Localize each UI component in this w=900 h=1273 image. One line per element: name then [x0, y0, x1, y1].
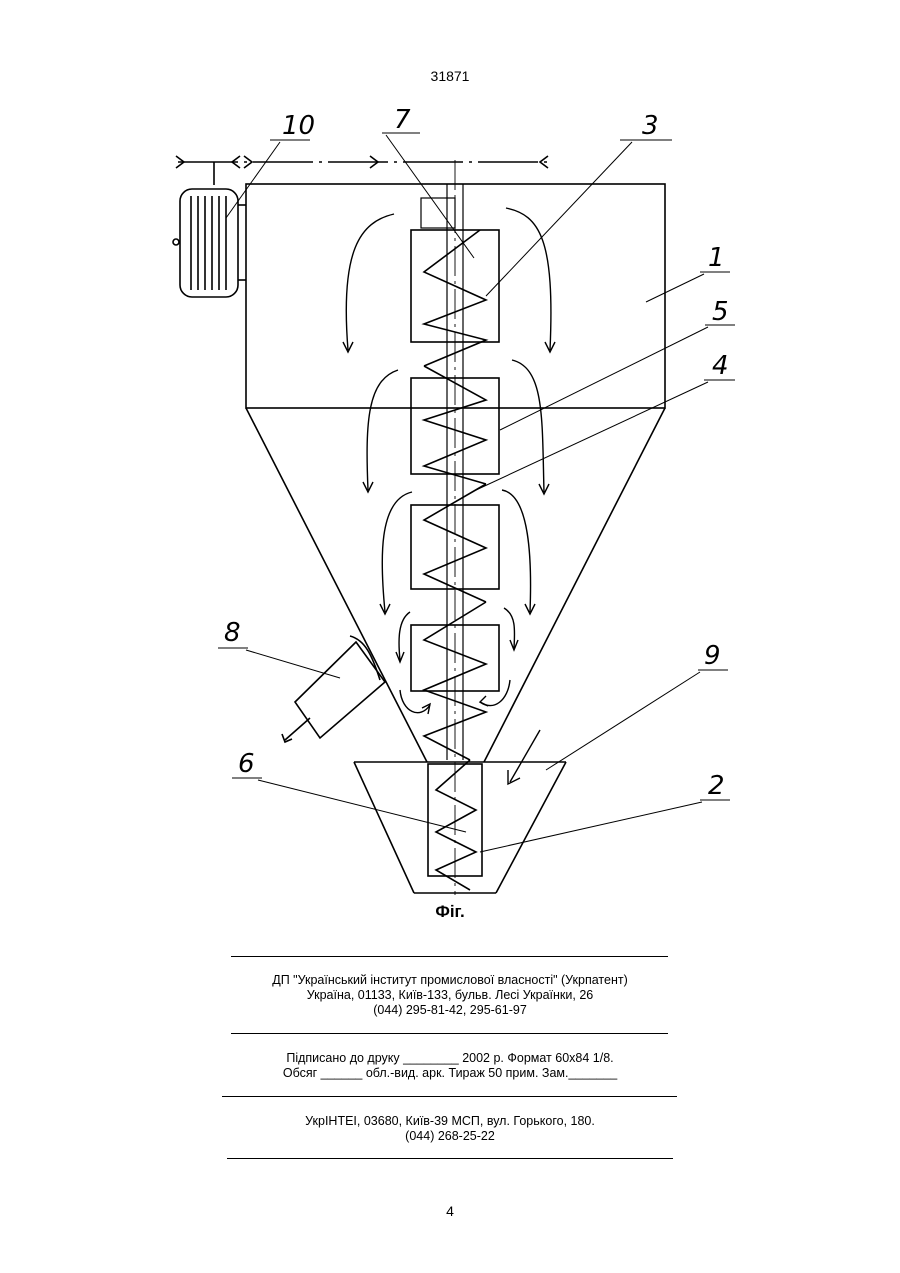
label-4: 4: [712, 351, 729, 381]
printer-phone: (044) 268-25-22: [0, 1129, 900, 1144]
label-7: 7: [394, 105, 411, 135]
print-info-line-2: Обсяг ______ обл.-вид. арк. Тираж 50 при…: [0, 1066, 900, 1081]
label-2: 2: [708, 771, 725, 801]
label-9: 9: [704, 641, 721, 671]
label-10: 10: [282, 111, 315, 141]
hopper-9: [354, 762, 566, 893]
publisher-phone: (044) 295-81-42, 295-61-97: [0, 1003, 900, 1018]
publisher-name: ДП "Український інститут промислової вла…: [0, 973, 900, 988]
outlet-8: [282, 636, 385, 742]
divider: [227, 1158, 673, 1159]
printer-info: УкрІНТЕІ, 03680, Київ-39 МСП, вул. Горьк…: [0, 1114, 900, 1144]
divider: [231, 956, 668, 957]
flow-arrows: [343, 208, 555, 784]
divider: [222, 1096, 677, 1097]
dimension-line: [176, 156, 548, 185]
label-6: 6: [238, 749, 255, 779]
leader-lines: [218, 133, 735, 852]
technical-drawing: 10 7 3 1 5 4 8 9 6 2: [0, 0, 900, 900]
label-5: 5: [712, 297, 729, 327]
publisher-address: Україна, 01133, Київ-133, бульв. Лесі Ук…: [0, 988, 900, 1003]
label-3: 3: [642, 111, 659, 141]
print-info-line-1: Підписано до друку ________ 2002 р. Форм…: [0, 1051, 900, 1066]
figure-caption: Фіг.: [0, 902, 900, 922]
print-info: Підписано до друку ________ 2002 р. Форм…: [0, 1051, 900, 1081]
label-8: 8: [224, 618, 241, 648]
printer-address: УкрІНТЕІ, 03680, Київ-39 МСП, вул. Горьк…: [0, 1114, 900, 1129]
page-number: 4: [0, 1203, 900, 1219]
label-1: 1: [708, 243, 725, 273]
housing-1: [246, 184, 665, 762]
publisher-info: ДП "Український інститут промислової вла…: [0, 973, 900, 1018]
divider: [231, 1033, 668, 1034]
